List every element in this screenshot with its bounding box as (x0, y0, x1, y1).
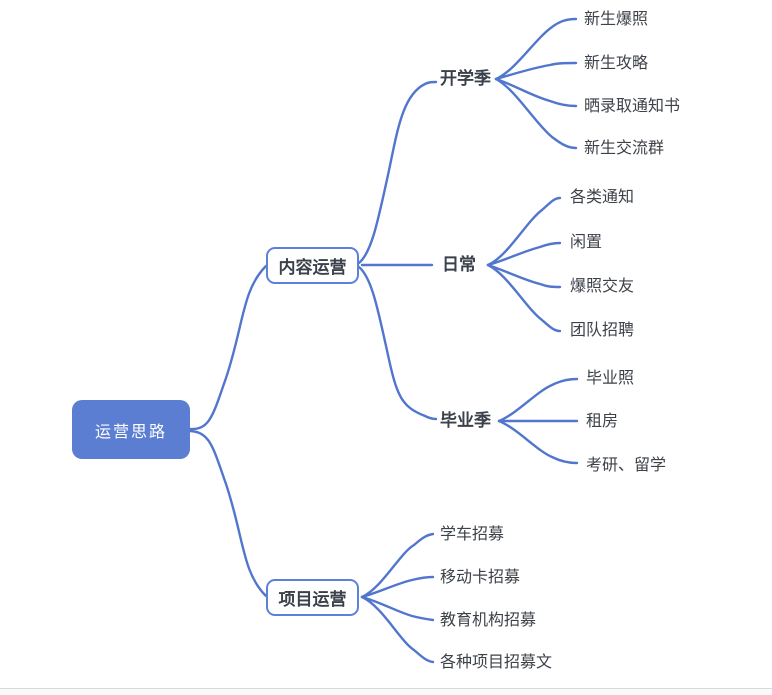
node-daily[interactable]: 日常 (442, 255, 476, 274)
edge-content-to-school-season (357, 80, 438, 265)
leaf-secondhand[interactable]: 闲置 (570, 234, 603, 251)
edge-school-to-admission-letter (494, 77, 578, 108)
edge-root-to-project-operations (188, 429, 268, 598)
leaf-team-recruit[interactable]: 团队招聘 (570, 322, 635, 339)
leaf-project-recruit-posts[interactable]: 各种项目招募文 (440, 654, 553, 671)
edge-graduation-to-graduation-photo (497, 377, 579, 423)
edge-daily-to-notices (486, 196, 562, 267)
leaf-postgrad-abroad[interactable]: 考研、留学 (586, 457, 667, 474)
node-operations-ideas[interactable]: 运营思路 (72, 400, 190, 459)
edge-school-to-freshman-guide (494, 61, 578, 81)
leaf-education-agency[interactable]: 教育机构招募 (440, 612, 537, 629)
edge-daily-to-secondhand (486, 241, 562, 267)
leaf-renting[interactable]: 租房 (586, 413, 619, 430)
edge-daily-to-photo-dating (486, 263, 562, 289)
edge-project-to-mobile-card (360, 575, 435, 599)
leaf-mobile-card[interactable]: 移动卡招募 (440, 569, 521, 586)
node-project-operations[interactable]: 项目运营 (266, 579, 359, 616)
leaf-freshman-group[interactable]: 新生交流群 (584, 140, 665, 157)
leaf-freshman-guide[interactable]: 新生攻略 (584, 55, 649, 72)
leaf-freshman-photos[interactable]: 新生爆照 (584, 11, 649, 28)
node-content-operations[interactable]: 内容运营 (266, 247, 359, 284)
edge-school-to-freshman-photos (494, 17, 578, 81)
leaf-notices[interactable]: 各类通知 (570, 189, 635, 206)
edge-school-to-freshman-group (494, 77, 578, 150)
edge-content-to-graduation-season (357, 265, 438, 421)
leaf-graduation-photo[interactable]: 毕业照 (586, 370, 635, 387)
leaf-driving-school[interactable]: 学车招募 (440, 526, 505, 543)
edge-project-to-recruit-posts (360, 595, 435, 664)
edge-daily-to-team-recruit (486, 263, 562, 333)
node-school-season[interactable]: 开学季 (440, 69, 491, 88)
window-bottom-divider (0, 688, 772, 689)
leaf-photo-dating[interactable]: 爆照交友 (570, 278, 635, 295)
edge-project-to-education-agency (360, 595, 435, 622)
leaf-admission-letter[interactable]: 晒录取通知书 (584, 98, 681, 115)
window-bottom-strip (0, 689, 772, 695)
edge-project-to-driving-school (360, 532, 435, 599)
edge-graduation-to-postgrad-abroad (497, 419, 579, 465)
node-graduation-season[interactable]: 毕业季 (440, 411, 491, 430)
edge-root-to-content-operations (188, 264, 268, 431)
